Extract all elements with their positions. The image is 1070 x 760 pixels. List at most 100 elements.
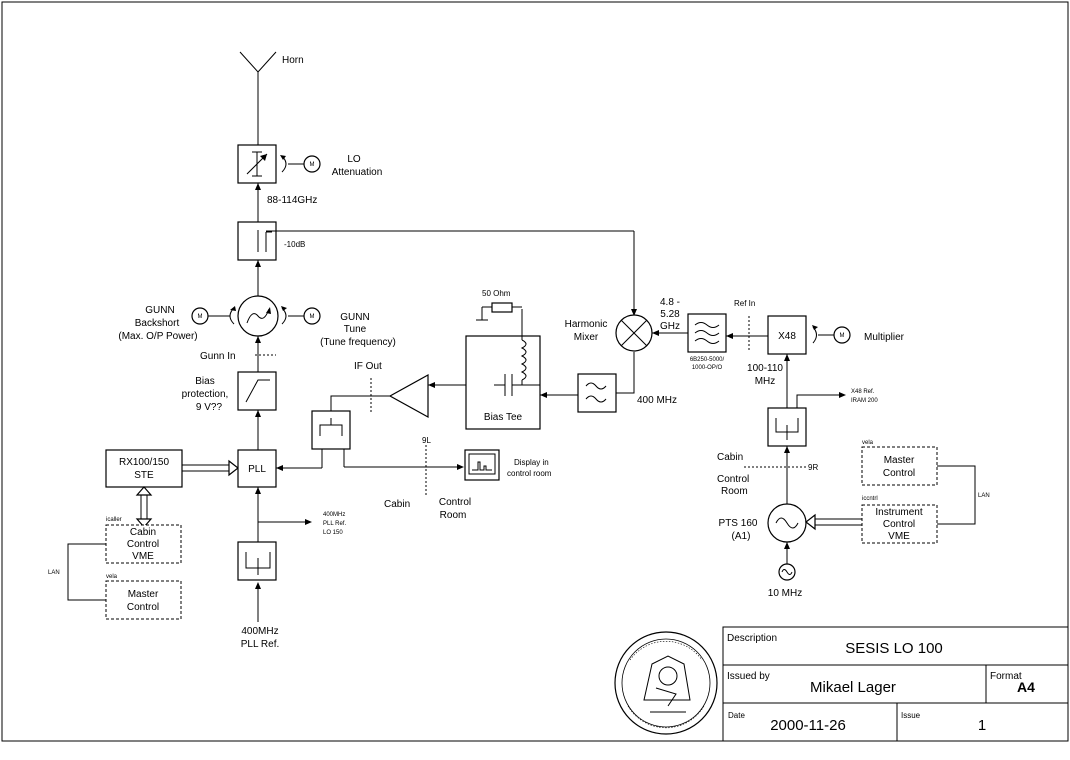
master-control-right-box xyxy=(861,446,938,486)
filter-400mhz xyxy=(577,373,617,413)
lo-att-label-1: LO xyxy=(347,154,361,165)
seal-logo xyxy=(614,631,718,735)
ccvme-label-3: VME xyxy=(132,551,154,562)
directional-coupler xyxy=(237,221,277,261)
freq-range-label: 88-114GHz xyxy=(267,195,317,206)
hmix-label-1: Harmonic xyxy=(565,319,608,330)
format-value: A4 xyxy=(1017,679,1035,695)
gunn-bs-label-3: (Max. O/P Power) xyxy=(118,331,197,342)
desc-value: SESIS LO 100 xyxy=(845,640,943,657)
bias-tee-capacitor xyxy=(494,374,540,396)
rx-ccvme-link xyxy=(135,486,153,528)
mhz10-label: 10 MHz xyxy=(768,588,802,599)
pll-in-label-1: 400MHz xyxy=(241,626,278,637)
lo-attenuator xyxy=(237,144,277,184)
vela-label-left: vela xyxy=(106,574,118,580)
x48ref-label-1: X48 Ref. xyxy=(851,389,875,395)
ref-in-label: Ref In xyxy=(734,299,755,308)
mc-right-label-1: Master xyxy=(884,455,915,466)
resistor-label: 50 Ohm xyxy=(482,289,511,298)
pll-box xyxy=(237,449,277,488)
desc-label: Description xyxy=(727,633,777,644)
mc-right-label-2: Control xyxy=(883,468,915,479)
rx-ste-label-2: STE xyxy=(134,470,154,481)
cabin-right-label: Cabin xyxy=(717,452,743,463)
mhz100-label-2: MHz xyxy=(755,376,776,387)
iccntrl-label: iccntrl xyxy=(862,496,878,502)
title-block xyxy=(722,626,1069,742)
horn-label: Horn xyxy=(282,55,304,66)
control-room-center-label-1: Control xyxy=(439,497,471,508)
pll-in-label-2: PLL Ref. xyxy=(241,639,280,650)
pll-ref-label-3: LO 150 xyxy=(323,530,343,536)
bias-tee-inductor xyxy=(520,309,527,385)
icvme-label-3: VME xyxy=(888,531,910,542)
control-room-right-label-1: Control xyxy=(717,474,749,485)
issued-value: Mikael Lager xyxy=(810,679,896,696)
hm-freq-label-3: GHz xyxy=(660,321,680,332)
cabin-control-vme-box xyxy=(105,524,182,564)
display-label-1: Display in xyxy=(514,458,549,467)
if-splitter xyxy=(311,410,351,450)
bias-protection xyxy=(237,371,277,411)
if-amplifier xyxy=(388,373,429,419)
ccvme-label-2: Control xyxy=(127,539,159,550)
horn-antenna xyxy=(239,51,277,145)
icvme-to-pts-arrow xyxy=(805,513,862,531)
x48ref-label-2: IRAM 200 xyxy=(851,398,878,404)
multiplier-motor: M xyxy=(812,325,851,344)
pll-ref-label-1: 400MHz xyxy=(323,512,345,518)
issue-value: 1 xyxy=(978,717,986,734)
icaller-label: icaller xyxy=(106,517,122,523)
hm-freq-label-2: 5.28 xyxy=(660,309,680,320)
display-box xyxy=(464,449,500,481)
icvme-label-2: Control xyxy=(883,519,915,530)
gunn-tune-label-3: (Tune frequency) xyxy=(320,337,396,348)
termination-resistor xyxy=(476,302,522,321)
9l-label: 9L xyxy=(422,436,431,445)
bias-tee-box xyxy=(465,335,541,430)
ref-10mhz-source xyxy=(778,563,796,581)
pts160-synthesizer xyxy=(767,503,807,543)
pll-ref-label-2: PLL Ref. xyxy=(323,521,346,527)
att-motor: M xyxy=(280,155,321,173)
bias-label-1: Bias xyxy=(195,376,214,387)
rx-ste-box xyxy=(105,449,183,488)
control-room-center-label-2: Room xyxy=(440,510,467,521)
lan-left-line xyxy=(67,543,106,601)
gunn-in-label: Gunn In xyxy=(200,351,236,362)
mc-left-label-1: Master xyxy=(128,589,159,600)
rx-to-pll-arrow xyxy=(182,459,239,477)
gunn-bs-label-2: Backshort xyxy=(135,318,180,329)
lan-right-line xyxy=(937,465,976,525)
pts-label-1: PTS 160 xyxy=(719,518,758,529)
lan-right-label: LAN xyxy=(978,493,990,499)
filter-part-label-1: 6B250-5000/ xyxy=(690,357,725,363)
svg-text:M: M xyxy=(310,314,315,320)
lo-att-label-2: Attenuation xyxy=(332,167,383,178)
vela-label-right: vela xyxy=(862,440,874,446)
pts-label-2: (A1) xyxy=(732,531,751,542)
format-label: Format xyxy=(990,671,1022,682)
gunn-tune-label-1: GUNN xyxy=(340,312,369,323)
bias-tee-label: Bias Tee xyxy=(484,412,523,423)
ccvme-label-1: Cabin xyxy=(130,527,156,538)
bias-label-3: 9 V?? xyxy=(196,402,223,413)
9r-label: 9R xyxy=(808,463,818,472)
cabin-center-label: Cabin xyxy=(384,499,410,510)
issued-label: Issued by xyxy=(727,671,770,682)
control-room-right-label-2: Room xyxy=(721,486,748,497)
multiplier-label: Multiplier xyxy=(864,332,905,343)
issue-label: Issue xyxy=(901,711,921,720)
if-out-label: IF Out xyxy=(354,361,382,372)
date-label: Date xyxy=(728,711,745,720)
display-label-2: control room xyxy=(507,469,552,478)
drawing-border xyxy=(1,1,1069,742)
pll-label: PLL xyxy=(248,464,266,475)
svg-text:M: M xyxy=(198,314,203,320)
icvme-label-1: Instrument xyxy=(875,507,922,518)
instrument-control-vme-box xyxy=(861,504,938,544)
date-value: 2000-11-26 xyxy=(770,717,846,734)
gunn-backshort-motor: M xyxy=(191,306,236,325)
